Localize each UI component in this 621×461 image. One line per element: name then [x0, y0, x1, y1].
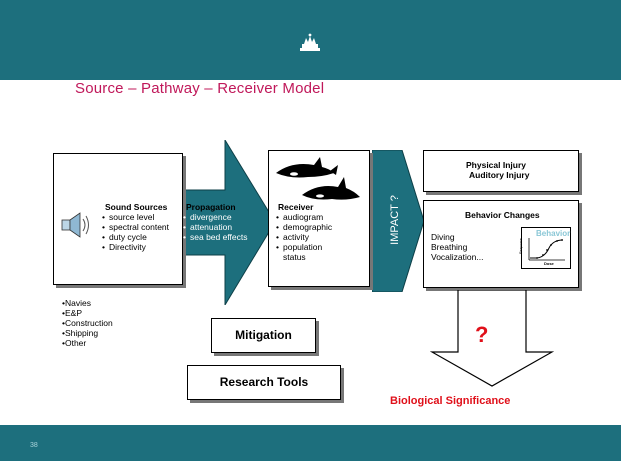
behavior-heading: Behavior Changes	[465, 210, 540, 220]
sound-sources-list: source level spectral content duty cycle…	[102, 212, 169, 252]
industry-list: •Navies •E&P •Construction •Shipping •Ot…	[62, 298, 113, 348]
list-item: source level	[102, 212, 169, 222]
mini-chart-ylabel: Response	[518, 238, 523, 254]
question-mark: ?	[475, 322, 489, 347]
list-item: sea bed effects	[183, 232, 248, 242]
receiver-list: audiogram demographic activity populatio…	[276, 212, 332, 252]
sound-sources-heading: Sound Sources	[105, 202, 168, 212]
speaker-icon	[61, 212, 89, 238]
list-item: •Other	[62, 338, 87, 348]
list-item: divergence	[183, 212, 248, 222]
list-item: Vocalization...	[431, 252, 484, 262]
list-item: •Shipping	[62, 328, 99, 338]
footer-band	[0, 425, 621, 461]
list-item: population	[276, 242, 332, 252]
significance-arrow	[430, 290, 554, 387]
list-item: Directivity	[102, 242, 169, 252]
biological-significance-label: Biological Significance	[390, 395, 511, 407]
behavior-list: Diving Breathing Vocalization...	[431, 232, 483, 262]
list-item: audiogram	[276, 212, 332, 222]
list-item: spectral content	[102, 222, 169, 232]
mini-chart-curve	[528, 238, 565, 261]
crest-logo-icon	[300, 33, 320, 51]
list-item: duty cycle	[102, 232, 169, 242]
mini-chart-xlabel: Dose	[544, 261, 554, 266]
list-item: activity	[276, 232, 332, 242]
propagation-list: divergence attenuation sea bed effects	[183, 212, 248, 242]
list-item: Diving	[431, 232, 455, 242]
propagation-heading: Propagation	[186, 202, 236, 212]
slide-title: Source – Pathway – Receiver Model	[75, 80, 325, 97]
physical-injury-box	[423, 150, 579, 192]
dose-response-mini-chart: Behavior Response Dose	[518, 227, 571, 269]
impact-label: IMPACT ?	[389, 195, 401, 245]
list-item: •Construction	[62, 318, 113, 328]
impact-arrow	[372, 150, 424, 292]
mitigation-box: Mitigation	[211, 318, 316, 353]
receiver-heading: Receiver	[278, 202, 314, 212]
orca-icon	[276, 157, 360, 200]
list-item: Breathing	[431, 242, 468, 252]
list-item: •Navies	[62, 298, 91, 308]
list-item: attenuation	[183, 222, 248, 232]
list-item: •E&P	[62, 308, 82, 318]
research-tools-box: Research Tools	[187, 365, 341, 400]
slide-number: 38	[30, 442, 38, 449]
receiver-list-continuation: status	[283, 252, 306, 262]
list-item: demographic	[276, 222, 332, 232]
physical-injury-label: Physical Injury	[466, 160, 526, 170]
auditory-injury-label: Auditory Injury	[469, 170, 530, 180]
mini-chart-title: Behavior	[536, 229, 571, 238]
